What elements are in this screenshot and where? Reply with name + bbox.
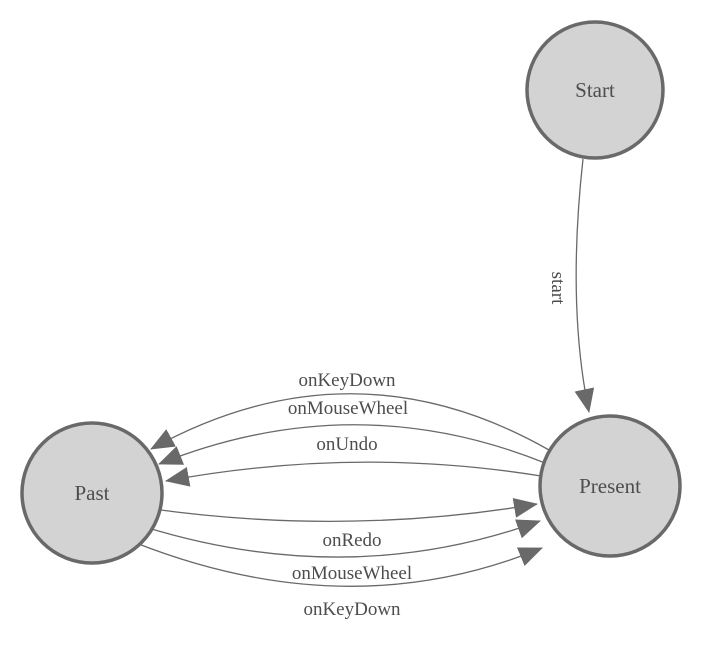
edge-past-to-present-onkeydown bbox=[135, 542, 543, 587]
node-past: Past bbox=[20, 421, 164, 565]
edge-label-start: start bbox=[547, 272, 568, 305]
edge-past-to-present-onmousewheel bbox=[144, 519, 541, 558]
edge-label-onundo: onUndo bbox=[316, 434, 377, 455]
edge-label-onkeydown-bottom: onKeyDown bbox=[303, 599, 401, 620]
edge-present-to-past-onmousewheel bbox=[158, 424, 546, 465]
edge-label-onmousewheel-bottom: onMouseWheel bbox=[292, 563, 412, 584]
node-start-label: Start bbox=[575, 78, 615, 102]
edge-start-to-present bbox=[574, 158, 595, 413]
node-start: Start bbox=[525, 20, 665, 160]
edge-label-onkeydown-top: onKeyDown bbox=[298, 370, 396, 391]
edge-label-onmousewheel-top: onMouseWheel bbox=[288, 398, 408, 419]
node-past-circle bbox=[20, 421, 164, 565]
node-start-circle bbox=[525, 20, 665, 160]
node-present: Present bbox=[538, 414, 682, 558]
node-present-circle bbox=[538, 414, 682, 558]
node-past-label: Past bbox=[74, 481, 109, 505]
edge-label-layer: start onKeyDown onMouseWheel onUndo onRe… bbox=[288, 272, 568, 620]
edge-past-to-present-onredo bbox=[152, 497, 538, 523]
edge-present-to-past-onundo bbox=[165, 461, 542, 487]
edge-present-to-past-onkeydown bbox=[150, 393, 550, 451]
edge-label-onredo: onRedo bbox=[322, 530, 381, 551]
node-present-label: Present bbox=[579, 474, 641, 498]
edge-layer bbox=[135, 158, 595, 587]
